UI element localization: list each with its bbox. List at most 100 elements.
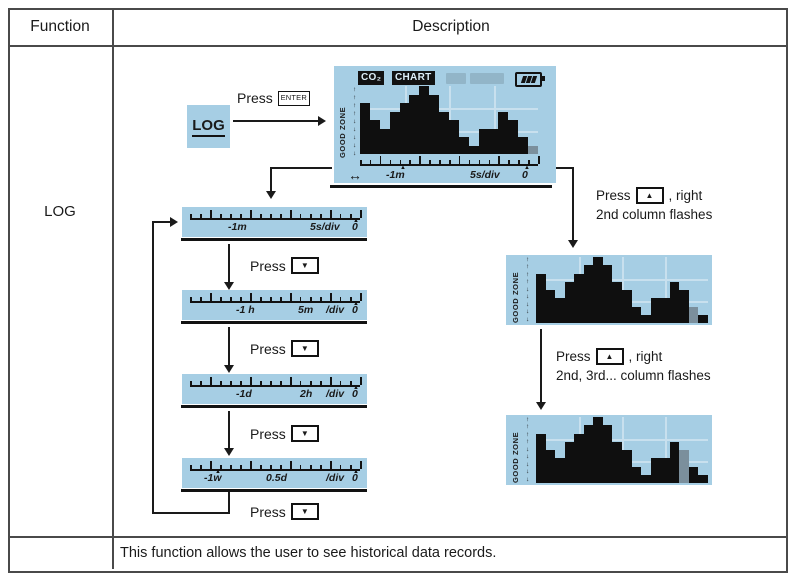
flash-lcd-chart-1: GOOD ZONE ↑↑↑↑↓↓↓↓↓ bbox=[506, 255, 712, 325]
cursor-marker-left: ▲ bbox=[215, 469, 221, 475]
footer-divider bbox=[8, 536, 788, 538]
cursor-marker: ▲ bbox=[353, 385, 359, 391]
good-zone-label: GOOD ZONE bbox=[511, 271, 520, 323]
good-zone-arrows: ↑↑↑↑↓↓↓↓↓ bbox=[526, 416, 530, 483]
strip-mid-label: 5m bbox=[298, 304, 314, 316]
arrowhead-down bbox=[568, 240, 578, 248]
strip-mid-label: 0.5d bbox=[266, 472, 288, 484]
strip-underline bbox=[181, 238, 367, 241]
arrow-strip3-strip4 bbox=[228, 411, 230, 448]
press-text: Press bbox=[596, 188, 631, 203]
strip-ruler bbox=[190, 292, 362, 303]
elbow-left-v bbox=[270, 167, 272, 191]
press-text: Press bbox=[250, 340, 286, 357]
co2-bar-chart bbox=[536, 417, 708, 483]
cursor-marker: ▲ bbox=[353, 218, 359, 224]
arrow-strip2-strip3 bbox=[228, 327, 230, 365]
strip-ruler bbox=[190, 209, 362, 220]
arrow-strip1-strip2 bbox=[228, 244, 230, 282]
strip-underline bbox=[181, 489, 367, 492]
arrowhead-down bbox=[266, 191, 276, 199]
strip-div-label: /div bbox=[326, 388, 345, 400]
battery-icon bbox=[515, 72, 545, 87]
strip-zero-label: 0 bbox=[352, 472, 358, 484]
elbow-right-v bbox=[572, 167, 574, 240]
inactive-segment bbox=[470, 73, 504, 84]
strip-underline bbox=[181, 405, 367, 408]
footer-description: This function allows the user to see his… bbox=[120, 545, 497, 561]
arrowhead-down bbox=[224, 282, 234, 290]
enter-key-icon: ENTER bbox=[277, 90, 310, 106]
loop-h-top bbox=[152, 221, 170, 223]
strip-div-label: 5s/div bbox=[310, 221, 340, 233]
strip-left-label: -1d bbox=[236, 388, 252, 400]
cursor-marker-left: ▲ bbox=[400, 165, 406, 171]
press-up-note-1: Press ▲ , right bbox=[596, 187, 702, 204]
press-down-2: Press ▼ bbox=[250, 340, 319, 357]
strip-ruler bbox=[190, 376, 362, 387]
press-text: Press bbox=[250, 503, 286, 520]
press-text: Press bbox=[250, 257, 286, 274]
press-text: Press bbox=[250, 425, 286, 442]
press-enter-label: Press ENTER bbox=[237, 90, 310, 106]
flash-note-2: 2nd, 3rd... column flashes bbox=[556, 368, 711, 383]
co2-bar-chart bbox=[536, 257, 708, 323]
column-header-description: Description bbox=[412, 17, 490, 35]
arrowhead-down bbox=[224, 448, 234, 456]
good-zone-label: GOOD ZONE bbox=[338, 106, 347, 158]
pan-arrows-icon: ↔ bbox=[348, 167, 362, 183]
main-lcd-display: CO₂ CHART GOOD ZONE ↑↑↑↑↓↓↓↓↓ ▲ ▲ ↔ -1m … bbox=[334, 66, 556, 183]
press-text: Press bbox=[237, 90, 273, 106]
timebase-strip-3: ▲ -1d 2h /div 0 bbox=[182, 374, 367, 404]
timebase-strip-4: ▲ ▲ -1w 0.5d /div 0 bbox=[182, 458, 367, 488]
strip-div-label: /div bbox=[326, 304, 345, 316]
header-divider bbox=[8, 45, 788, 47]
column-header-function: Function bbox=[30, 17, 90, 35]
arrow-log-to-display bbox=[233, 120, 318, 122]
arrowhead-right bbox=[318, 116, 326, 126]
co2-badge: CO₂ bbox=[358, 71, 385, 85]
flash-lcd-chart-2: GOOD ZONE ↑↑↑↑↓↓↓↓↓ bbox=[506, 415, 712, 485]
strip-mid-label: 2h bbox=[300, 388, 313, 400]
loop-v-left bbox=[152, 221, 154, 514]
loop-v-short bbox=[228, 492, 230, 514]
right-suffix-text: , right bbox=[668, 188, 703, 203]
right-suffix-text: , right bbox=[628, 349, 663, 364]
function-name: LOG bbox=[44, 203, 76, 220]
press-down-4: Press ▼ bbox=[250, 503, 319, 520]
cursor-marker-right: ▲ bbox=[524, 165, 530, 171]
cursor-marker: ▲ bbox=[353, 301, 359, 307]
co2-bar-chart bbox=[360, 86, 538, 154]
elbow-left-h bbox=[270, 167, 332, 169]
timebase-strip-1: ▲ -1m 5s/div 0 bbox=[182, 207, 367, 237]
strip-left-label: -1 h bbox=[236, 304, 255, 316]
strip-zero-label: 0 bbox=[352, 388, 358, 400]
good-zone-arrows: ↑↑↑↑↓↓↓↓↓ bbox=[526, 256, 530, 323]
press-text: Press bbox=[556, 349, 591, 364]
time-axis-ruler bbox=[360, 154, 540, 166]
display-underline bbox=[330, 185, 552, 188]
arrowhead-down bbox=[536, 402, 546, 410]
press-down-1: Press ▼ bbox=[250, 257, 319, 274]
strip-zero-label: 0 bbox=[352, 221, 358, 233]
down-key-icon: ▼ bbox=[290, 257, 319, 274]
log-button: LOG bbox=[187, 105, 230, 148]
good-zone-arrows: ↑↑↑↑↓↓↓↓↓ bbox=[353, 86, 357, 157]
log-button-label: LOG bbox=[192, 117, 225, 137]
inactive-segment bbox=[446, 73, 466, 84]
arrowhead-right bbox=[170, 217, 178, 227]
timebase-strip-2: ▲ -1 h 5m /div 0 bbox=[182, 290, 367, 320]
up-key-icon: ▲ bbox=[595, 348, 624, 365]
strip-div-label: /div bbox=[326, 472, 345, 484]
press-up-note-2: Press ▲ , right bbox=[556, 348, 662, 365]
column-divider bbox=[112, 8, 114, 569]
good-zone-label: GOOD ZONE bbox=[511, 431, 520, 483]
arrow-chart1-chart2 bbox=[540, 329, 542, 402]
loop-h-bottom bbox=[152, 512, 230, 514]
strip-zero-label: 0 bbox=[352, 304, 358, 316]
elbow-right-h bbox=[556, 167, 574, 169]
table-border bbox=[8, 8, 788, 573]
flash-note-1: 2nd column flashes bbox=[596, 207, 713, 222]
cursor-marker: ▲ bbox=[353, 469, 359, 475]
